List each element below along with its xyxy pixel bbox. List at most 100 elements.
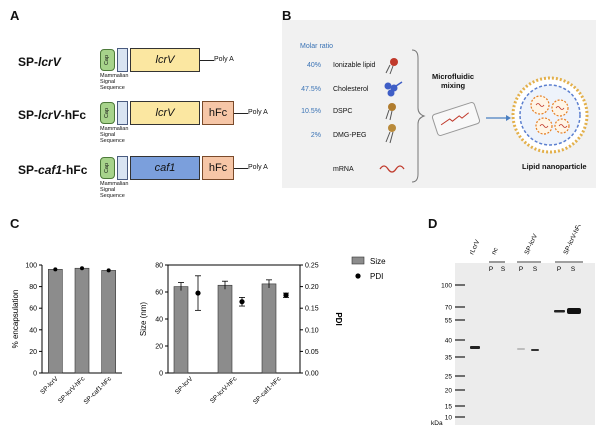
polyA-label: Poly A [248,164,268,171]
legend-pdi-label: PDI [370,272,383,281]
ps-label: S [533,266,538,273]
y-tick-label: 20 [29,349,37,356]
panel-letter-c: C [10,216,20,231]
lane-header: nc [490,246,500,256]
legend-size-swatch [351,256,365,265]
size-bar [261,283,277,374]
component-percent: 10.5% [301,108,321,115]
component-name: Cholesterol [333,86,369,93]
molar-ratio-title: Molar ratio [300,43,334,50]
component-percent: 40% [306,62,321,69]
brace [411,49,426,183]
cholesterol-icon [384,81,403,97]
ladder-band [455,339,465,341]
mrna-icon [379,165,405,173]
polyA-label: Poly A [214,56,234,63]
ladder-band [455,319,465,321]
y2-tick-label: 0.15 [305,306,319,313]
band-sp-lcrv-hfc-s [567,308,581,314]
arrow-icon [486,115,511,121]
marker-label: 10 [445,415,453,422]
marker-label: 25 [445,374,453,381]
y-tick-label: 20 [155,344,163,351]
component-percent: 47.5% [301,86,321,93]
marker-label: 100 [441,283,452,290]
cap-box: Cap [100,102,115,124]
microfluidic-chip-icon [431,102,481,136]
y-tick-label: 80 [155,263,163,270]
y2-tick-label: 0.20 [305,284,319,291]
y2-tick-label: 0.25 [305,263,319,270]
ionizable-lipid-icon [385,58,398,75]
panel-letter-a: A [10,8,20,23]
signal-sequence-box [117,101,128,125]
hfc-box: hFc [202,156,234,180]
polyA-line [234,168,248,169]
kda-label: kDa [431,420,443,427]
lane-header: rLcrV [468,238,481,256]
polyA-line [234,113,248,114]
y-tick-label: 60 [155,290,163,297]
ps-label: P [519,266,523,273]
peg-icon [385,124,396,144]
ladder-band [455,306,465,308]
component-name: Ionizable lipid [333,62,376,69]
ladder-band [455,405,465,407]
lnp-schematic-graphics [379,49,589,183]
y-tick-label: 40 [29,327,37,334]
polyA-line [200,60,214,61]
ps-label: S [571,266,576,273]
signal-sequence-box [117,48,128,72]
component-percent: 2% [310,132,321,139]
legend-pdi-swatch [355,273,361,279]
hfc-box: hFc [202,101,234,125]
lipid-nanoparticle-icon [511,76,589,154]
gene-box: lcrV [130,48,200,72]
pdi-point [283,292,289,298]
pdi-point [239,299,245,305]
y-axis-label: % encapsulation [11,290,20,349]
bar [101,270,116,374]
data-point [53,267,58,272]
ladder-band [455,416,465,418]
y-tick-label: 0 [159,371,163,378]
x-tick-label: SP-caf1-hFc [83,375,114,406]
band-sp-lcrv-hfc-p [554,310,565,313]
component-name: DSPC [333,108,353,115]
y-axis-label: Size (nm) [139,302,148,337]
polyA-label: Poly A [248,109,268,116]
dspc-icon [385,103,396,121]
y2-tick-label: 0.00 [305,371,319,378]
gene-box: lcrV [130,101,200,125]
panel-letter-b: B [282,8,292,23]
component-name: mRNA [333,166,354,173]
band-faint [517,348,525,350]
size-bar [173,286,189,374]
legend-size-label: Size [370,257,386,266]
size-bar [217,284,233,374]
pdi-point [195,290,201,296]
data-point [80,266,84,271]
gene-box: caf1 [130,156,200,180]
microfluidic-mixing-label: Microfluidic mixing [432,72,475,90]
y-tick-label: 40 [155,317,163,324]
band-sp-lcrv-s [531,349,539,351]
x-tick-label: SP-lcrV [174,375,195,396]
x-tick-label: SP-lcrV-hFc [209,375,239,405]
y-tick-label: 80 [29,284,37,291]
data-point [106,268,111,273]
construct-name: SP-lcrV [18,55,61,69]
x-tick-label: SP-lcrV [39,375,60,396]
cap-box: Cap [100,49,115,71]
ladder-band [455,356,465,358]
lane-header: SP-lcrV-hFc [562,225,583,256]
gel-background [455,263,595,425]
ladder-band [455,375,465,377]
ps-label: S [501,266,506,273]
marker-label: 35 [445,355,453,362]
construct-name: SP-lcrV-hFc [18,108,87,122]
lane-header: SP-lcrV [523,232,539,256]
marker-label: 55 [445,318,453,325]
band-rlcrv [470,346,480,349]
ladder-band [455,389,465,391]
